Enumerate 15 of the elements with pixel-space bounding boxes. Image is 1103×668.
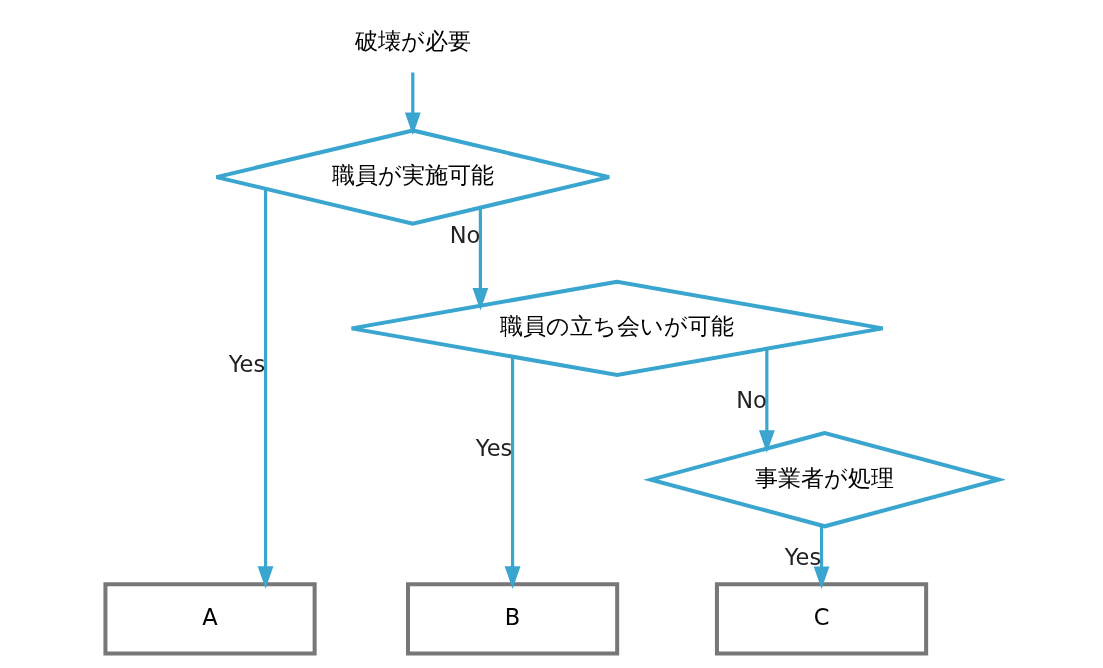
arrow [404,72,421,136]
edge-label: Yes [475,435,512,462]
node-box: C [714,582,928,656]
edge-label: Yes [784,544,821,571]
node-diamond: 職員が実施可能 [213,128,611,226]
node-box: B [405,582,619,656]
arrow [257,188,273,589]
arrow [504,356,520,589]
node-text: 破壊が必要 [354,28,471,55]
arrow [813,526,829,589]
arrow [758,348,775,453]
node-box: A [102,582,317,656]
arrow [472,207,488,311]
edge-label: Yes [228,351,265,378]
node-diamond: 職員の立ち会いが可能 [349,279,885,378]
